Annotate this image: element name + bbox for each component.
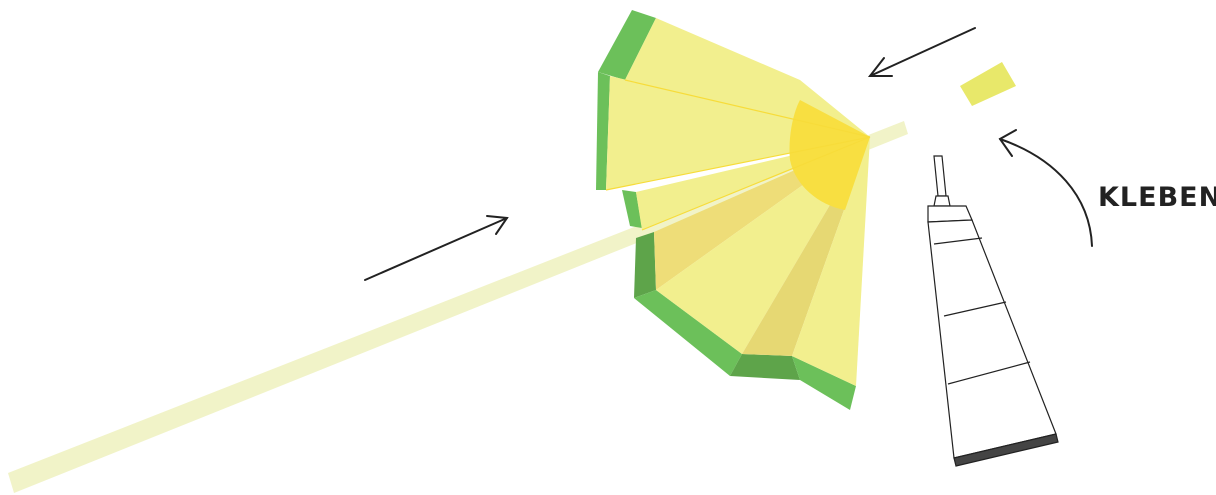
glue-tube-icon xyxy=(928,156,1058,466)
fan-umbrella xyxy=(596,10,870,410)
arrow-icon xyxy=(870,28,975,76)
arrow-icon xyxy=(365,216,507,280)
glue-pad xyxy=(960,62,1016,106)
arrow-icon xyxy=(1000,130,1092,246)
kleben-label: KLEBEN xyxy=(1098,182,1216,213)
fan-rim-segment xyxy=(634,232,656,298)
fan-rim-segment xyxy=(730,354,800,380)
